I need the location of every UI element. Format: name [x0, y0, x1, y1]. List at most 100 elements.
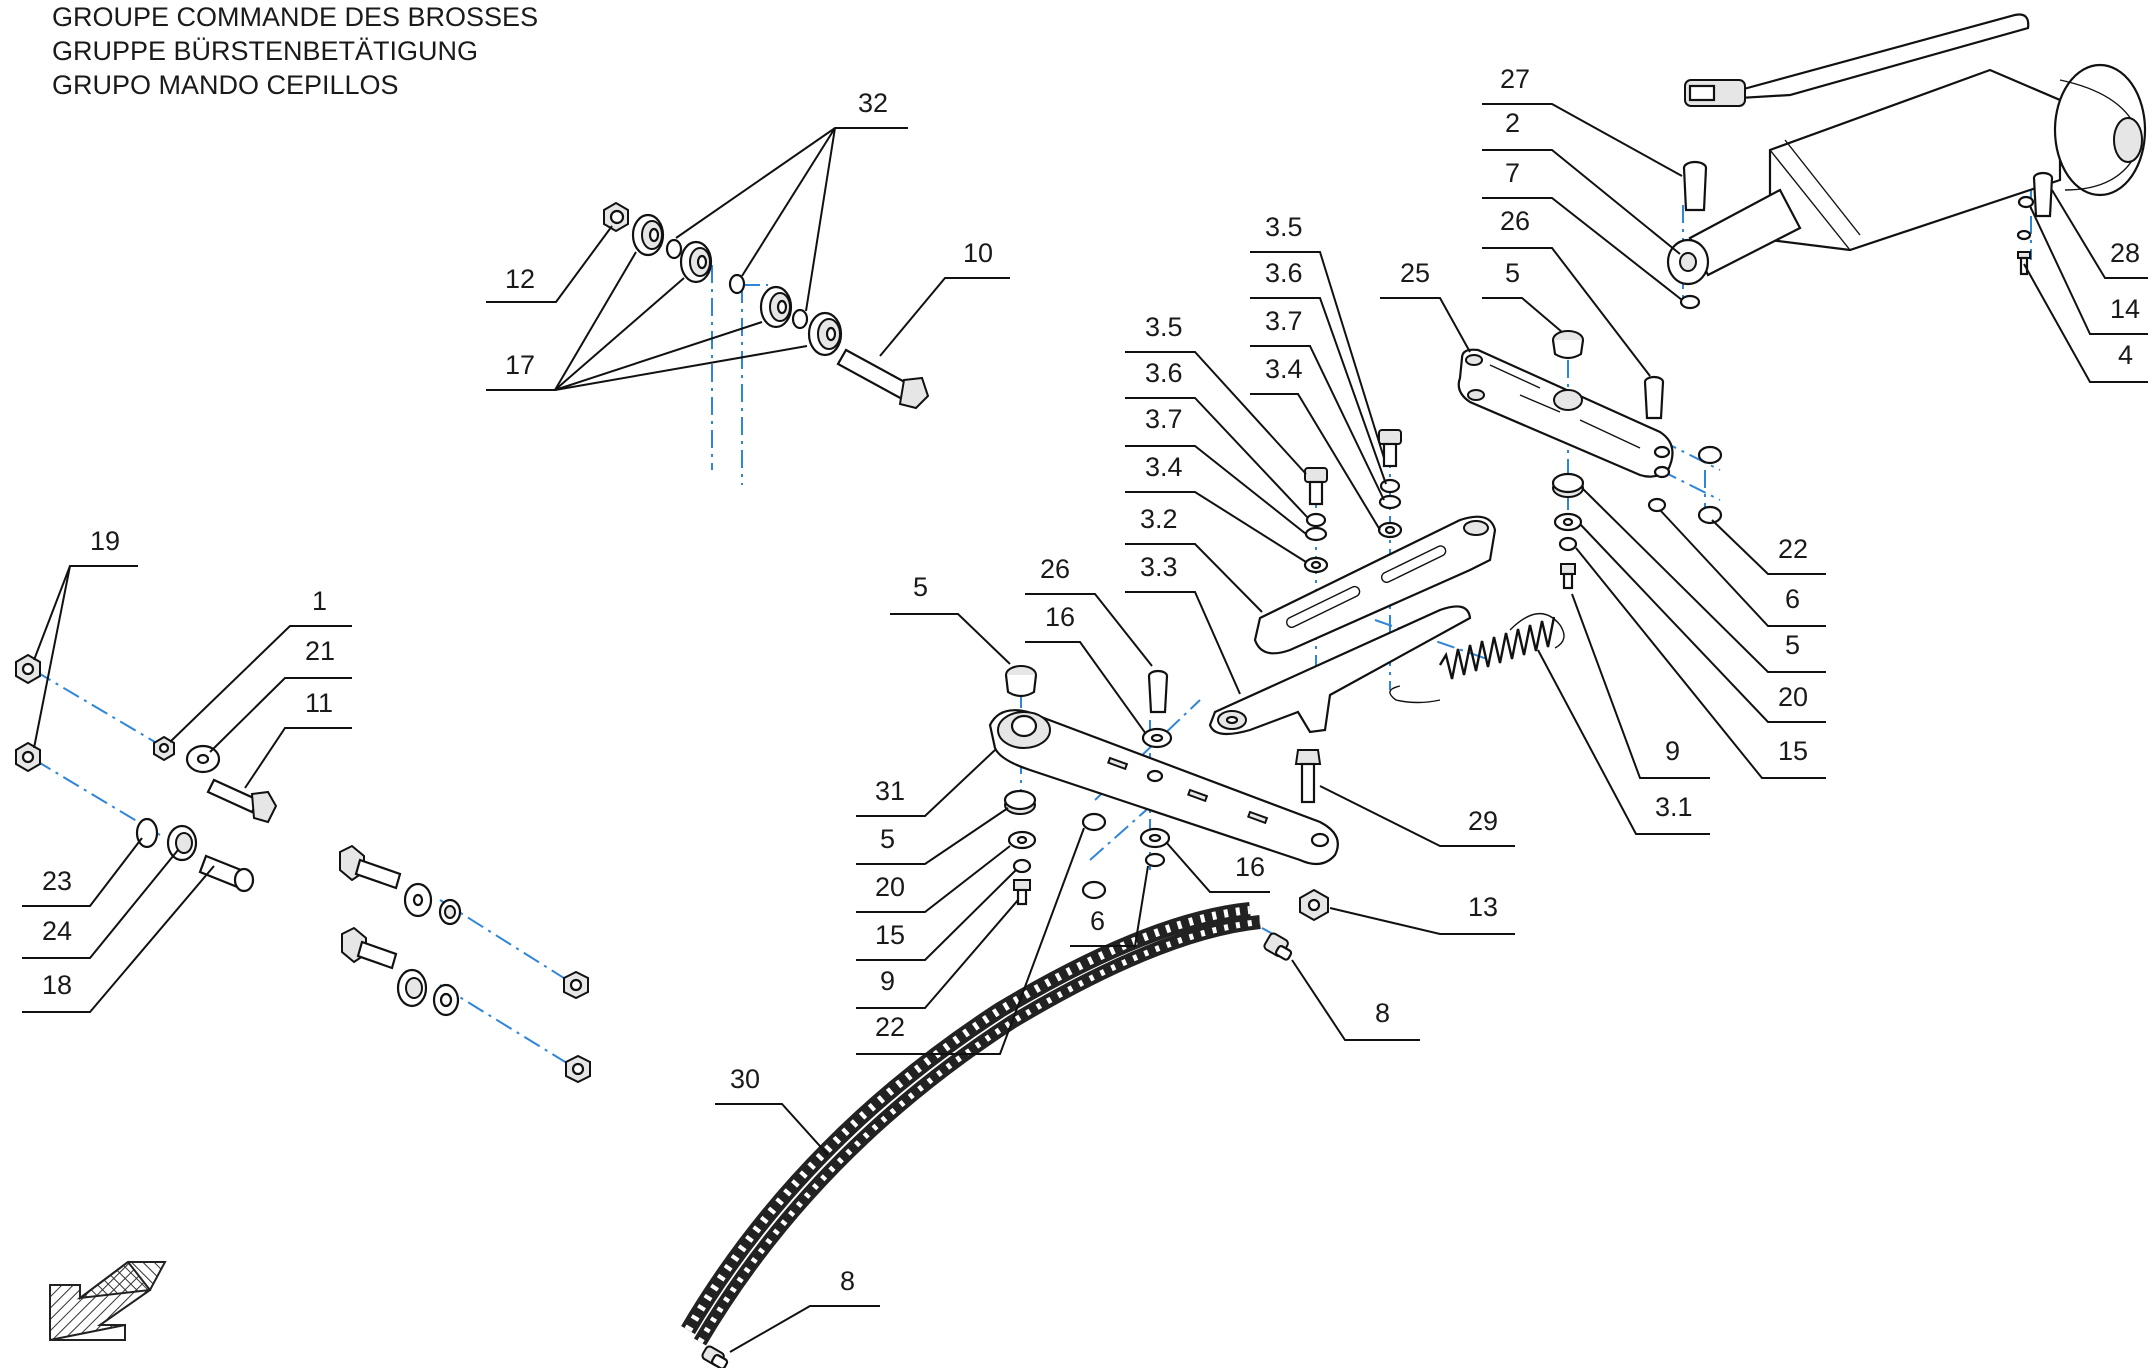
callout-16b: 16	[1165, 841, 1270, 893]
label-2: 2	[1505, 108, 1520, 138]
label-3-7-mid: 3.7	[1145, 404, 1183, 434]
callout-31: 31	[856, 749, 996, 817]
left-bolt-group	[15, 653, 278, 893]
label-15b: 15	[875, 920, 905, 950]
label-26a: 26	[1500, 206, 1530, 236]
callout-5d: 5	[856, 807, 1009, 865]
callout-17: 17	[486, 251, 808, 391]
part-bushing-5-link	[1551, 330, 1585, 360]
part-screw-3-5b	[1378, 429, 1402, 468]
label-14: 14	[2110, 294, 2140, 324]
callout-32: 32	[675, 88, 908, 312]
part-spacer-3-4b	[1377, 521, 1403, 539]
label-5b: 5	[1785, 630, 1800, 660]
label-3-7-top: 3.7	[1265, 306, 1303, 336]
part-bracket-3-2	[1253, 515, 1497, 655]
callout-8b: 8	[729, 1266, 880, 1353]
lever-arm-assembly	[988, 665, 1339, 922]
bearing-assembly	[603, 201, 930, 485]
callout-19: 19	[33, 526, 138, 749]
label-16a: 16	[1045, 602, 1075, 632]
part-washer-15-link	[1558, 536, 1578, 552]
callout-5b: 5	[1581, 487, 1826, 673]
part-ring-32c	[791, 308, 809, 330]
part-chain-30	[681, 902, 1293, 1368]
label-9a: 9	[1665, 736, 1680, 766]
part-actuator-cable	[1684, 13, 2030, 107]
part-washer-22	[1081, 812, 1107, 832]
part-spacer-3-4a	[1303, 556, 1329, 574]
callout-30: 30	[715, 1064, 829, 1156]
callout-3-2: 3.2	[1125, 504, 1263, 613]
callout-12: 12	[486, 225, 613, 303]
callout-3-5-top: 3.5	[1250, 212, 1385, 459]
label-5d: 5	[880, 824, 895, 854]
part-actuator-rod	[1666, 188, 1802, 286]
part-pin-27	[1682, 160, 1708, 212]
callout-26a: 26	[1482, 206, 1651, 377]
callout-27: 27	[1482, 64, 1683, 177]
part-bearing-17a	[631, 213, 665, 257]
callout-16a: 16	[1025, 602, 1147, 735]
part-washer-3-7b	[1378, 494, 1402, 510]
part-washer-22-link-b	[1697, 505, 1723, 525]
part-bolt-10	[836, 348, 930, 410]
callout-3-6-mid: 3.6	[1125, 358, 1309, 519]
callout-29: 29	[1319, 785, 1515, 847]
callout-21: 21	[209, 636, 352, 753]
label-7: 7	[1505, 158, 1520, 188]
part-arm-31	[988, 709, 1339, 866]
part-nut-1	[153, 735, 175, 762]
part-nut-19b	[15, 741, 41, 773]
label-3-3: 3.3	[1140, 552, 1178, 582]
part-bushing-5-link-lower	[1551, 472, 1585, 498]
part-bolt-upper	[339, 844, 402, 890]
label-18: 18	[42, 970, 72, 1000]
part-bearing-17b	[679, 240, 713, 284]
label-11: 11	[305, 688, 333, 718]
label-9b: 9	[880, 966, 895, 996]
part-link-25	[1457, 348, 1674, 479]
label-17: 17	[505, 350, 535, 380]
callout-18: 18	[22, 865, 215, 1013]
title-french: GROUPE COMMANDE DES BROSSES	[52, 2, 539, 32]
callout-5a: 5	[1482, 258, 1563, 333]
label-24: 24	[42, 916, 72, 946]
part-nut-19a	[15, 653, 41, 685]
part-link-8-top	[1263, 932, 1293, 961]
callout-15b: 15	[856, 869, 1017, 961]
label-29: 29	[1468, 806, 1498, 836]
label-31: 31	[875, 776, 905, 806]
part-washer-3-7a	[1304, 526, 1328, 542]
label-8a: 8	[1375, 998, 1390, 1028]
callout-24: 24	[22, 849, 179, 959]
label-32: 32	[858, 88, 888, 118]
callout-22b: 22	[856, 827, 1085, 1055]
part-bracket-3-3	[1208, 605, 1472, 736]
callout-10: 10	[879, 238, 1010, 357]
callout-6b: 6	[1070, 865, 1149, 947]
part-nut-12	[603, 201, 629, 233]
label-21: 21	[305, 636, 335, 666]
label-22a: 22	[1778, 534, 1808, 564]
callout-9a: 9	[1571, 593, 1710, 779]
callout-25: 25	[1380, 258, 1471, 353]
label-3-5-mid: 3.5	[1145, 312, 1183, 342]
callout-15a: 15	[1575, 547, 1826, 779]
label-25: 25	[1400, 258, 1430, 288]
part-washer-23	[135, 817, 159, 849]
link-25-assembly	[1457, 330, 1723, 590]
drawing-title: GROUPE COMMANDE DES BROSSES GRUPPE BÜRST…	[52, 0, 538, 102]
title-german: GRUPPE BÜRSTENBETÄTIGUNG	[52, 36, 479, 66]
label-30: 30	[730, 1064, 760, 1094]
label-13: 13	[1468, 892, 1498, 922]
part-ring-32a	[665, 238, 683, 260]
callout-3-5-mid: 3.5	[1125, 312, 1307, 475]
callout-3-1: 3.1	[1537, 649, 1710, 835]
callout-11: 11	[244, 688, 352, 789]
callout-20a: 20	[1579, 523, 1826, 723]
callout-13: 13	[1329, 892, 1515, 935]
part-bolt-11	[206, 778, 278, 824]
label-15a: 15	[1778, 736, 1808, 766]
label-28: 28	[2110, 238, 2140, 268]
